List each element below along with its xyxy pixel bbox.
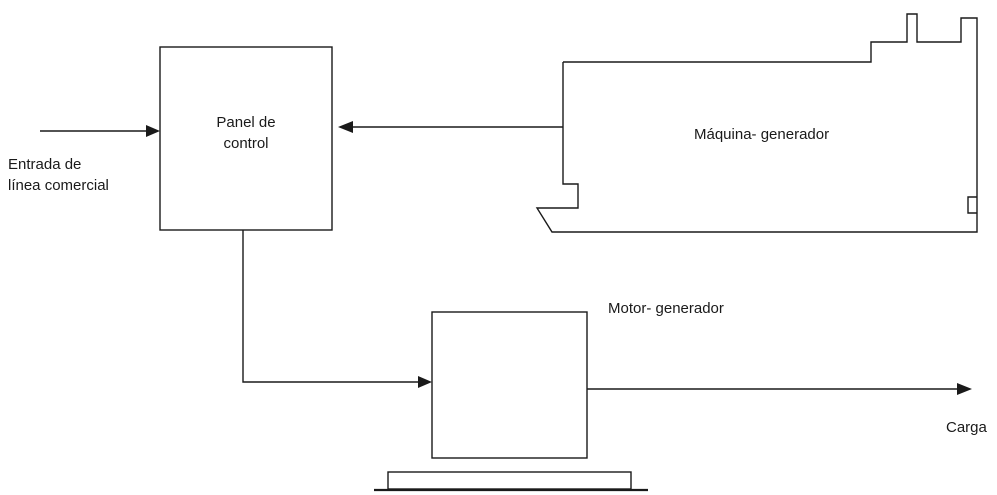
load-arrowhead	[957, 383, 972, 395]
engine-generator-label: Máquina- generador	[694, 126, 830, 143]
control-panel-label: Panel de control	[186, 112, 306, 154]
engine-generator-outline	[535, 13, 978, 233]
panel-to-motor-arrowhead	[418, 376, 432, 388]
input-label-line2: línea comercial	[8, 177, 109, 194]
control-panel-label-line2: control	[223, 135, 269, 152]
motor-generator-box	[431, 311, 588, 459]
input-label: Entrada de línea comercial	[8, 154, 109, 196]
control-panel-box	[159, 46, 333, 231]
input-label-line1: Entrada de	[8, 156, 82, 173]
motor-generator-base	[387, 471, 632, 490]
engine-to-panel-arrowhead	[338, 121, 353, 133]
load-label: Carga	[946, 419, 987, 436]
motor-generator-label: Motor- generador	[608, 300, 724, 317]
panel-to-motor-line	[242, 230, 420, 383]
input-arrowhead	[146, 125, 160, 137]
control-panel-label-line1: Panel de	[216, 114, 276, 131]
